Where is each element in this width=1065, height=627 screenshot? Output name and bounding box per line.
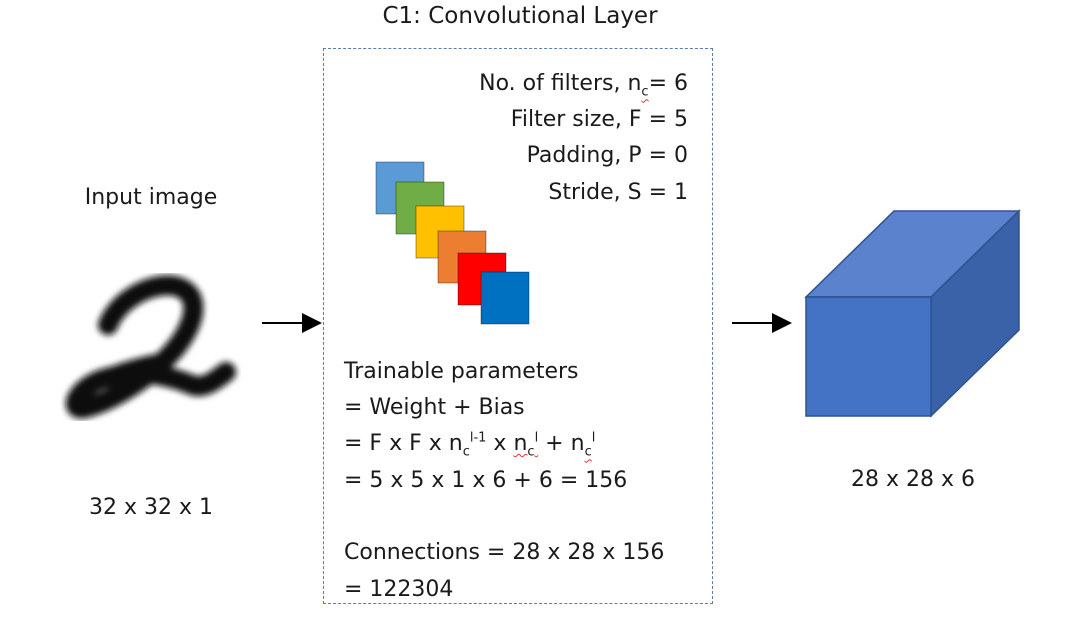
output-volume-cube (804, 209, 1021, 418)
stride-label: Stride, S = 1 (548, 180, 688, 205)
layer-title: C1: Convolutional Layer (382, 3, 658, 29)
conv-layer-box (323, 48, 713, 604)
input-dims-label: 32 x 32 x 1 (89, 495, 213, 520)
input-image-label: Input image (84, 185, 218, 210)
trainable-params-heading: Trainable parameters (344, 359, 579, 384)
input-digit-image (65, 228, 257, 456)
filter-square (480, 271, 530, 325)
trainable-params-formula: = Weight + Bias (344, 395, 525, 420)
trainable-params-expansion: = F x F x ncl-1 x ncl + ncl (344, 430, 596, 460)
connections-formula: Connections = 28 x 28 x 156 (344, 540, 665, 565)
cube-front-face (805, 296, 932, 417)
filter-stack (375, 161, 530, 325)
padding-label: Padding, P = 0 (526, 143, 688, 168)
num-filters-label: No. of filters, nc= 6 (479, 71, 688, 100)
filter-size-label: Filter size, F = 5 (510, 107, 688, 132)
trainable-params-result: = 5 x 5 x 1 x 6 + 6 = 156 (344, 468, 628, 493)
output-dims-label: 28 x 28 x 6 (851, 467, 975, 492)
connections-result: = 122304 (344, 577, 454, 602)
